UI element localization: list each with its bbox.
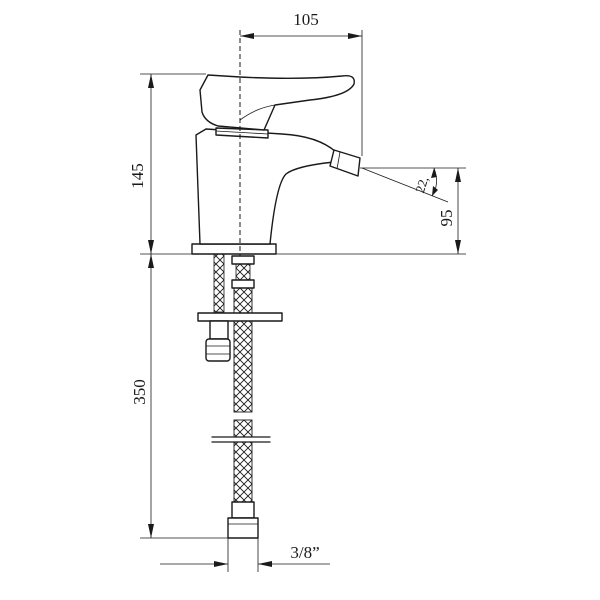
braided-hose-lower xyxy=(233,441,253,503)
bottom-connector xyxy=(227,517,259,539)
left-hose-fitting xyxy=(209,320,229,340)
base-plate xyxy=(191,243,277,255)
dimension-spout-angle: 22, xyxy=(361,167,449,203)
hose-length-label: 350 xyxy=(130,379,149,405)
dimension-hose-length: 350 xyxy=(130,254,228,539)
spout-body xyxy=(195,128,337,245)
faucet-body xyxy=(191,74,361,255)
connection-size-label: 3/8” xyxy=(290,543,319,562)
reach-label: 105 xyxy=(293,10,319,29)
aerator-nozzle xyxy=(329,149,361,177)
hose-nut-lower xyxy=(231,279,255,289)
lever-handle xyxy=(199,74,355,131)
fixing-plate xyxy=(197,312,283,322)
dimension-spout-height: 95 xyxy=(276,167,466,255)
supply-hoses xyxy=(197,253,283,539)
hose-nut-upper xyxy=(231,255,255,265)
dimension-connection-size: 3/8” xyxy=(160,538,330,572)
braided-hose-upper xyxy=(233,287,253,413)
body-height-label: 145 xyxy=(128,163,147,189)
dimension-body-height: 145 xyxy=(128,73,206,255)
threaded-rod xyxy=(213,253,225,313)
braided-hose-top-stub xyxy=(233,419,253,438)
dimension-reach: 105 xyxy=(240,10,363,156)
bottom-ferrule xyxy=(231,501,255,519)
left-hose-nut xyxy=(205,338,231,362)
spout-angle-label: 22, xyxy=(412,175,431,195)
spout-height-label: 95 xyxy=(437,210,456,227)
